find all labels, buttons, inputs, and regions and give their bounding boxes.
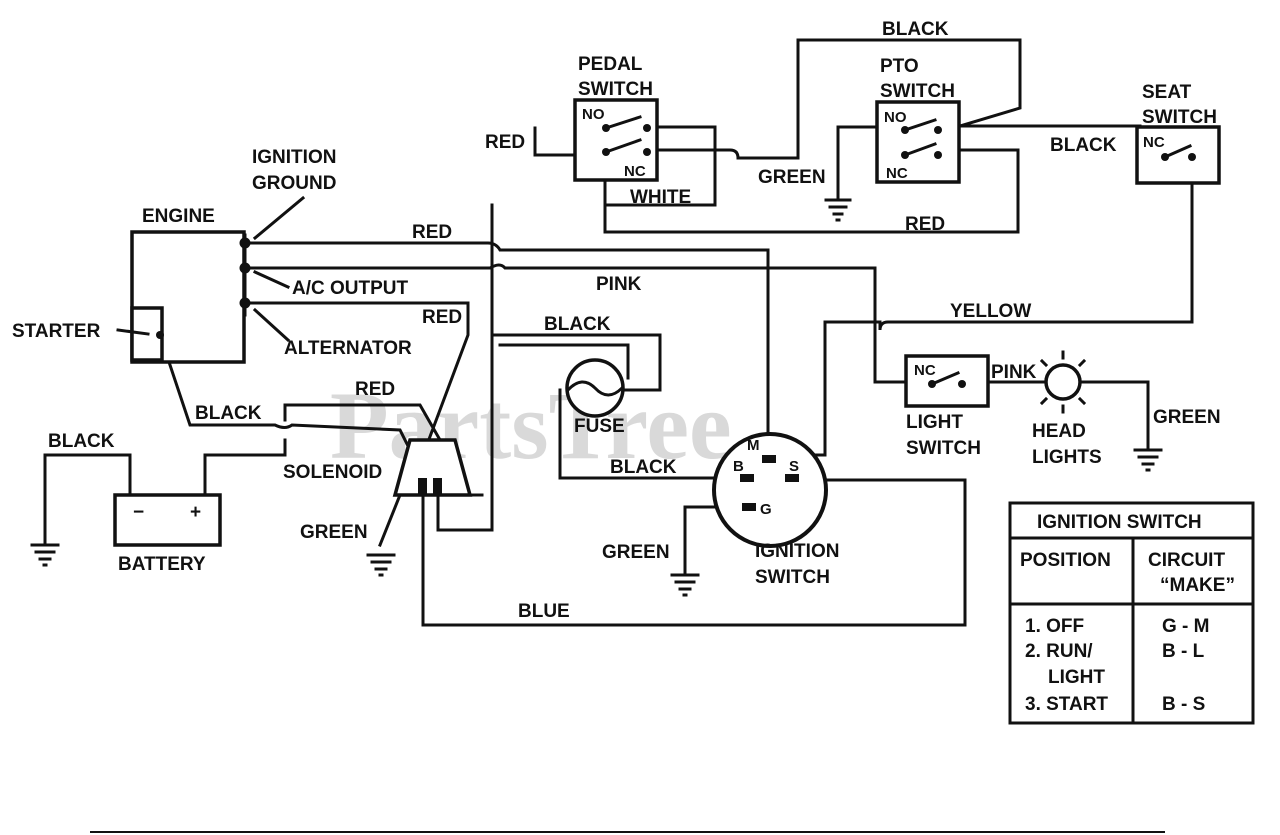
pedal-switch-label-1: PEDAL <box>578 54 643 75</box>
light-switch: NC LIGHT SWITCH <box>904 354 990 459</box>
pedal-switch-label-2: SWITCH <box>578 79 653 100</box>
wire-label-black-starter: BLACK <box>195 403 262 424</box>
ignition-switch-table: IGNITION SWITCH POSITION CIRCUIT “MAKE” … <box>1008 501 1255 725</box>
wire-label-blue: BLUE <box>518 601 570 622</box>
wire-label-red-pedal: RED <box>485 132 525 153</box>
wire-white <box>603 125 717 207</box>
table-col-position: POSITION <box>1020 550 1111 571</box>
wire-black-fuse <box>493 333 662 392</box>
wire-black-battery <box>43 453 132 547</box>
wire-label-green-solenoid: GREEN <box>300 522 368 543</box>
pto-switch-label-2: SWITCH <box>880 81 955 102</box>
table-col-circuit-1: CIRCUIT <box>1148 550 1225 571</box>
engine: ENGINE STARTER IGNITION GROUND A/C OUTPU… <box>12 147 412 364</box>
wire-red-pedal <box>533 126 579 157</box>
wire-green-light <box>1080 380 1150 450</box>
wire-red-alt <box>243 301 470 452</box>
light-switch-label-2: SWITCH <box>906 438 981 459</box>
seat-switch-label-1: SEAT <box>1142 82 1192 103</box>
table-row-circuit: B - L <box>1162 641 1205 662</box>
table-row-circuit: B - S <box>1162 694 1205 715</box>
wire-green-solenoid <box>378 493 402 547</box>
wire-black-starter <box>158 333 413 453</box>
pedal-nc-label: NC <box>624 163 646 180</box>
pto-no-label: NO <box>884 109 907 126</box>
wire-label-white: WHITE <box>630 187 691 208</box>
wire-label-pink: PINK <box>596 274 642 295</box>
table-row-circuit: G - M <box>1162 616 1210 637</box>
wire-label-pink-light: PINK <box>991 362 1037 383</box>
ignition-switch: M B S G IGNITION SWITCH <box>712 432 839 588</box>
wire-label-black-fuse: BLACK <box>544 314 611 335</box>
engine-label: ENGINE <box>142 206 215 227</box>
pto-switch: NO NC PTO SWITCH <box>875 56 961 184</box>
wire-label-red-pto: RED <box>905 214 945 235</box>
ignition-switch-label-1: IGNITION <box>755 541 839 562</box>
wire-red-engine <box>243 241 770 462</box>
wire-pedal-down <box>603 148 1020 234</box>
wire-label-green-light: GREEN <box>1153 407 1221 428</box>
wires <box>43 38 1194 627</box>
head-lights: HEAD LIGHTS <box>1031 350 1102 468</box>
wire-label-black-ign: BLACK <box>610 457 677 478</box>
wire-fuse-ign <box>498 343 742 480</box>
table-col-circuit-2: “MAKE” <box>1160 575 1235 596</box>
pedal-switch: NO NC PEDAL SWITCH <box>573 54 659 182</box>
wire-label-black-seat: BLACK <box>1050 135 1117 156</box>
wire-label-green-ign: GREEN <box>602 542 670 563</box>
head-lights-label-2: LIGHTS <box>1032 447 1102 468</box>
wire-label-black-top: BLACK <box>882 19 949 40</box>
ignition-ground-label-1: IGNITION <box>252 147 336 168</box>
watermark: PartsTree <box>330 372 732 479</box>
solenoid: SOLENOID <box>283 438 484 497</box>
wire-label-black-battery: BLACK <box>48 431 115 452</box>
wire-seat-yellow <box>768 153 1194 457</box>
wire-labels: BLACK RED WHITE GREEN BLACK RED RED PINK… <box>48 19 1221 622</box>
ac-output-label: A/C OUTPUT <box>292 278 409 299</box>
fuse-label: FUSE <box>574 416 625 437</box>
term-m: M <box>747 437 760 454</box>
battery-plus: + <box>190 502 201 523</box>
pto-switch-label-1: PTO <box>880 56 919 77</box>
starter-label: STARTER <box>12 321 101 342</box>
table-title: IGNITION SWITCH <box>1037 512 1202 533</box>
pto-nc-label: NC <box>886 165 908 182</box>
battery-minus: − <box>133 502 144 523</box>
solenoid-label: SOLENOID <box>283 462 382 483</box>
wire-blue <box>421 478 967 627</box>
term-b: B <box>733 458 744 475</box>
wire-label-red-engine: RED <box>412 222 452 243</box>
ground-symbols <box>30 198 1163 597</box>
battery-label: BATTERY <box>118 554 206 575</box>
head-lights-label-1: HEAD <box>1032 421 1086 442</box>
seat-switch-label-2: SWITCH <box>1142 107 1217 128</box>
wire-label-green-pto: GREEN <box>758 167 826 188</box>
wire-green-pto <box>836 125 882 202</box>
pedal-no-label: NO <box>582 106 605 123</box>
wire-battery-plus <box>203 438 287 497</box>
alternator-label: ALTERNATOR <box>284 338 412 359</box>
light-nc-label: NC <box>914 362 936 379</box>
wire-black-top <box>626 38 1022 160</box>
light-switch-label-1: LIGHT <box>906 412 963 433</box>
table-row-position: 2. RUN/ <box>1025 641 1093 662</box>
table-row-position: 1. OFF <box>1025 616 1084 637</box>
ignition-switch-label-2: SWITCH <box>755 567 830 588</box>
battery: − + BATTERY <box>113 493 222 575</box>
fuse: FUSE <box>565 358 625 437</box>
wire-solenoid-feed <box>436 203 494 532</box>
term-s: S <box>789 458 799 475</box>
seat-switch: NC SEAT SWITCH <box>1135 82 1221 185</box>
table-row-position: 3. START <box>1025 694 1108 715</box>
seat-nc-label: NC <box>1143 134 1165 151</box>
wire-label-red-alt: RED <box>422 307 462 328</box>
term-g: G <box>760 501 772 518</box>
wire-label-red-solenoid: RED <box>355 379 395 400</box>
wire-red-solenoid <box>283 403 443 443</box>
ignition-ground-label-2: GROUND <box>252 173 336 194</box>
table-row-position: LIGHT <box>1048 667 1105 688</box>
wire-label-yellow: YELLOW <box>950 301 1031 322</box>
